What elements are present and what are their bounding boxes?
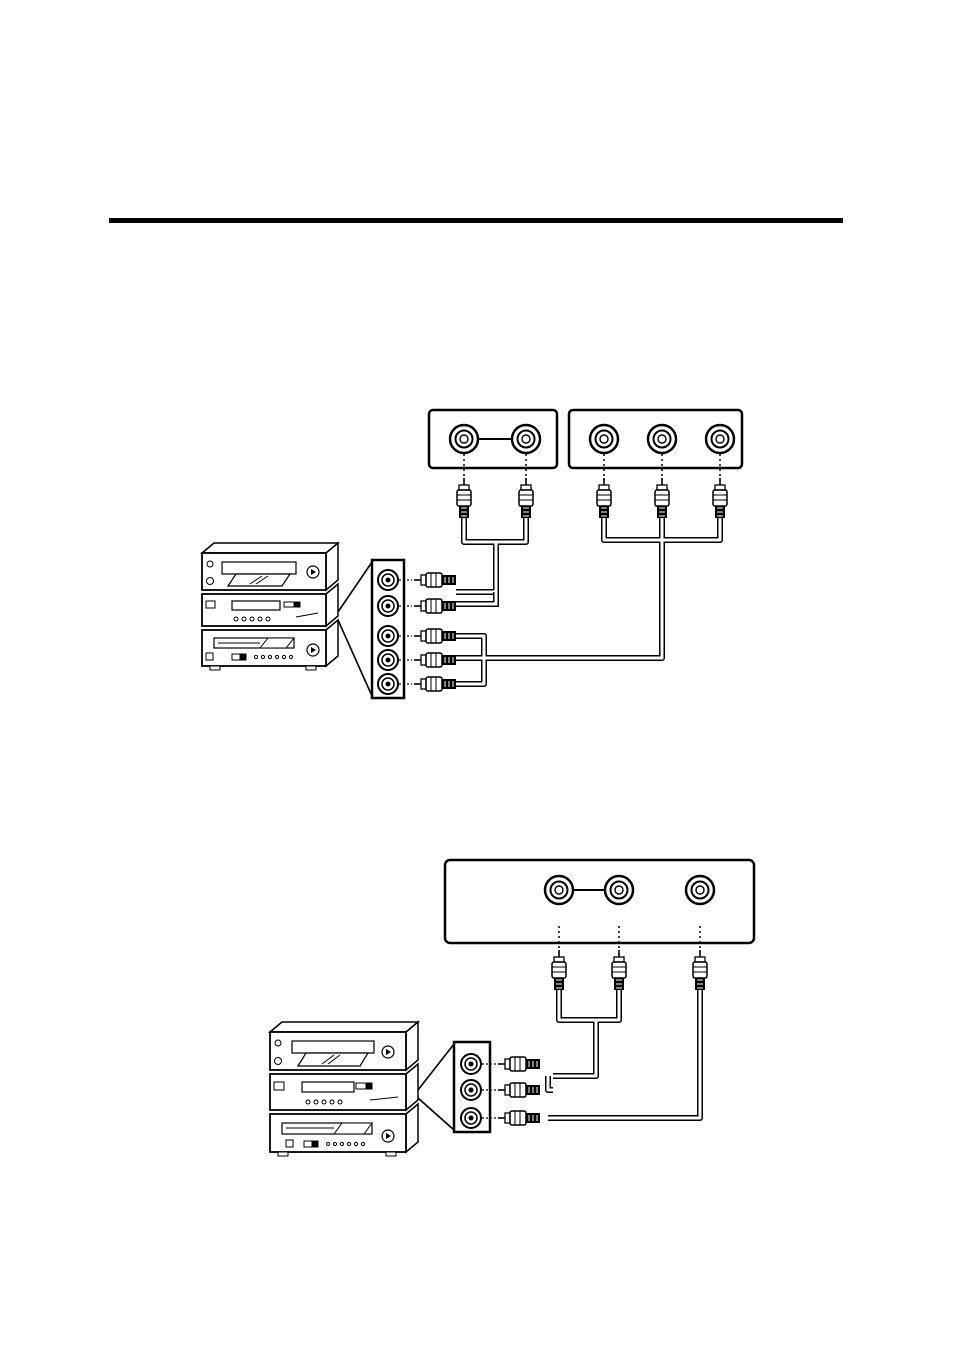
source-audio-out-left-jack	[378, 570, 398, 590]
source-video-out-y-jack	[378, 626, 398, 646]
source-audio-plug-right	[414, 599, 456, 613]
single-video-rca-cable	[548, 985, 700, 1118]
composite-video-connection-diagram	[270, 860, 754, 1156]
video-jack-pr	[706, 425, 734, 453]
source-video-plug-y	[414, 629, 456, 643]
audio-in-right-jack	[605, 876, 633, 904]
source-video-out-jack-2	[461, 1108, 481, 1128]
vcr-unit-2	[270, 1022, 418, 1070]
source-video-out-pb-jack	[378, 650, 398, 670]
source-video-out-pr-jack	[378, 674, 398, 694]
zoom-callout-lines-2	[418, 1044, 454, 1130]
audio-jack-left	[450, 425, 478, 453]
audio-jack-right	[512, 425, 540, 453]
source-video-plug-pb	[414, 653, 456, 667]
source-audio-out-right-jack	[378, 596, 398, 616]
video-plug-y	[597, 478, 611, 518]
source-device-stack	[202, 543, 338, 670]
source-audio-plug-left	[414, 573, 456, 587]
stereo-audio-rca-cable-2	[548, 985, 619, 1090]
cassette-deck-unit-2	[270, 1104, 418, 1156]
dvd-player-unit-2	[270, 1064, 418, 1110]
source-audio-out-right-jack-2	[461, 1080, 481, 1100]
source-audio-plug-right-2	[498, 1083, 540, 1097]
video-plug-pr	[713, 478, 727, 518]
cassette-deck-unit	[202, 620, 338, 670]
audio-plug-right	[519, 478, 533, 518]
source-audio-out-left-jack-2	[461, 1054, 481, 1074]
vcr-unit	[202, 543, 338, 590]
av-jack-panel	[445, 860, 754, 943]
video-plug-2	[693, 950, 707, 990]
audio-plug-left-2	[552, 950, 566, 990]
zoom-callout-lines	[338, 562, 372, 696]
video-in-jack	[686, 876, 714, 904]
audio-in-left-jack	[545, 876, 573, 904]
source-terminal-panel	[372, 560, 412, 698]
video-jack-panel	[569, 410, 742, 468]
audio-plug-left	[457, 478, 471, 518]
video-plug-pb	[655, 478, 669, 518]
source-terminal-panel-2	[454, 1042, 496, 1132]
video-jack-y	[590, 425, 618, 453]
source-video-plug-2	[498, 1111, 540, 1125]
source-video-plug-pr	[414, 677, 456, 691]
component-video-connection-diagram	[202, 410, 742, 698]
audio-jack-panel	[429, 410, 557, 468]
stereo-audio-rca-cable	[456, 512, 526, 604]
source-device-stack-2	[270, 1022, 418, 1156]
source-audio-plug-left-2	[498, 1057, 540, 1071]
audio-plug-right-2	[612, 950, 626, 990]
video-jack-pb	[648, 425, 676, 453]
